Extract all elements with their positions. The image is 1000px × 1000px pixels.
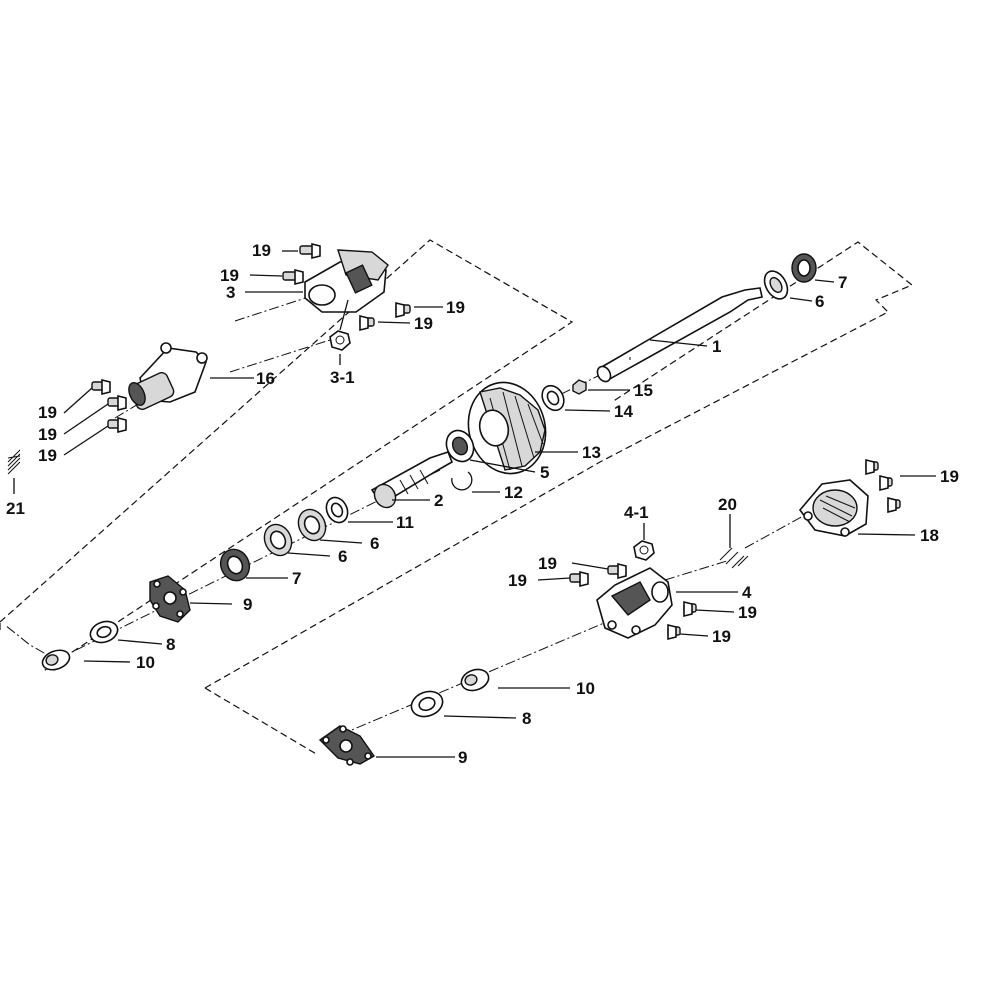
callout-19-l: 19 <box>712 627 731 646</box>
callout-4: 4 <box>742 583 752 602</box>
flange-9-upper <box>149 575 191 623</box>
callout-5: 5 <box>540 463 549 482</box>
callout-15: 15 <box>634 381 653 400</box>
callout-6-top: 6 <box>815 292 824 311</box>
callout-6-middle: 6 <box>370 534 379 553</box>
spring-20 <box>719 547 749 569</box>
callout-19-j: 19 <box>508 571 527 590</box>
bevel-gear-13 <box>467 381 547 475</box>
callout-21: 21 <box>6 499 25 518</box>
bolt-icon <box>887 496 901 514</box>
washer-8-upper <box>89 620 119 644</box>
seal-7-top <box>791 253 817 283</box>
callout-8-upper: 8 <box>166 635 175 654</box>
callout-4-1: 4-1 <box>624 503 649 522</box>
callout-6-lower: 6 <box>338 547 347 566</box>
nut-15 <box>572 379 587 395</box>
flange-9-lower <box>318 725 376 766</box>
callout-19-k: 19 <box>738 603 757 622</box>
leader-lines <box>13 250 936 758</box>
callout-3: 3 <box>226 283 235 302</box>
callout-2: 2 <box>434 491 443 510</box>
housing-16 <box>128 342 208 410</box>
callout-19-c: 19 <box>446 298 465 317</box>
callout-7-lower: 7 <box>292 569 301 588</box>
bolt-icon <box>607 562 627 580</box>
bolt-icon <box>569 570 589 588</box>
callout-9-upper: 9 <box>243 595 252 614</box>
housing-3 <box>304 249 389 331</box>
spring-21 <box>7 449 21 475</box>
callout-19-e: 19 <box>38 403 57 422</box>
bearing-5 <box>445 429 475 463</box>
callout-11: 11 <box>396 513 414 532</box>
bolt-icon <box>91 378 111 396</box>
circlip-12 <box>451 471 473 491</box>
callout-8-lower: 8 <box>522 709 531 728</box>
bolt-icon <box>359 314 375 332</box>
callout-labels: 19 19 3 3-1 19 19 16 19 19 19 21 1 6 7 1… <box>6 241 959 767</box>
callout-19-g: 19 <box>38 446 57 465</box>
nut-4-1 <box>633 540 655 561</box>
nut-3-1 <box>329 330 351 351</box>
bearing-6-middle <box>297 508 327 542</box>
callout-7-top: 7 <box>838 273 847 292</box>
callout-12: 12 <box>504 483 523 502</box>
callout-19-h: 19 <box>940 467 959 486</box>
callout-14: 14 <box>614 402 633 421</box>
bolt-icon <box>107 416 127 434</box>
bolt-icon <box>282 268 304 286</box>
callout-19-b: 19 <box>220 266 239 285</box>
bearing-6-top <box>763 270 789 300</box>
callout-13: 13 <box>582 443 601 462</box>
bolt-icon <box>667 623 681 641</box>
callout-19-i: 19 <box>538 554 557 573</box>
bolt-icon <box>879 474 893 492</box>
housing-4 <box>596 567 673 639</box>
callout-9-lower: 9 <box>458 748 467 767</box>
pinion-shaft-2 <box>370 451 454 509</box>
bolt-icon <box>683 600 697 618</box>
callout-3-1: 3-1 <box>330 368 355 387</box>
bolts-19 <box>91 242 901 641</box>
callout-20: 20 <box>718 495 737 514</box>
washer-11 <box>325 496 349 524</box>
callout-19-f: 19 <box>38 425 57 444</box>
washer-8-lower <box>410 690 444 718</box>
callout-10-upper: 10 <box>136 653 155 672</box>
cover-18 <box>798 479 869 537</box>
bolt-icon <box>107 394 127 412</box>
bolt-icon <box>299 242 321 260</box>
callout-10-lower: 10 <box>576 679 595 698</box>
bearing-6-lower <box>263 523 293 557</box>
bolt-icon <box>865 458 879 476</box>
washer-10-lower <box>460 668 490 692</box>
callout-19-d: 19 <box>414 314 433 333</box>
shaft-1 <box>596 287 763 383</box>
callout-19-a: 19 <box>252 241 271 260</box>
assembly-boundary-lines <box>0 239 914 756</box>
callout-16: 16 <box>256 369 275 388</box>
washer-14 <box>541 384 565 412</box>
callout-18: 18 <box>920 526 939 545</box>
seal-7-lower <box>219 548 251 582</box>
washer-10-upper <box>41 649 71 671</box>
callout-1: 1 <box>712 337 721 356</box>
bolt-icon <box>395 301 411 319</box>
